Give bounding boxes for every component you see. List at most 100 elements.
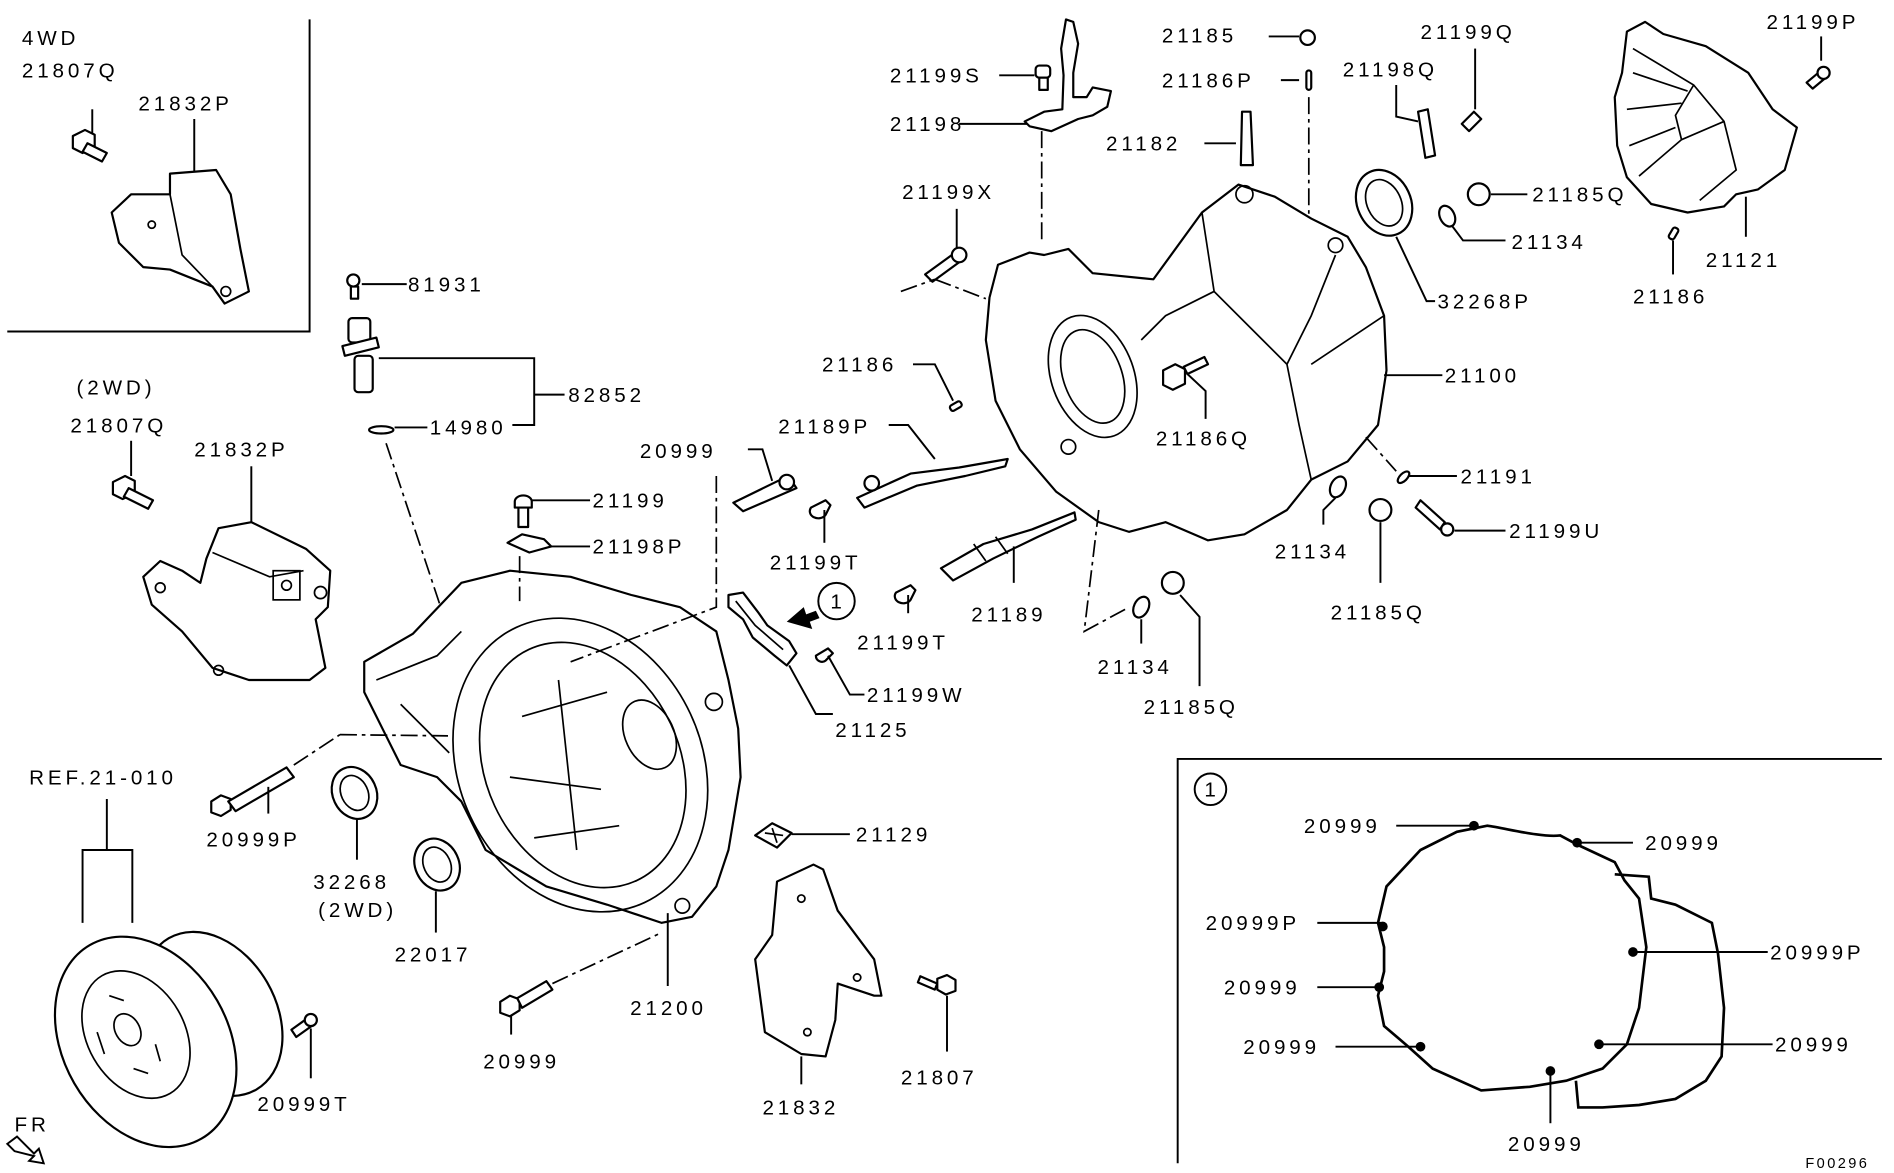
part-label-21189P[interactable]: 21189P bbox=[778, 415, 871, 438]
two-wd-label: (2WD) bbox=[76, 377, 155, 400]
part-label-21198Q[interactable]: 21198Q bbox=[1343, 58, 1438, 81]
inset-callout-number: 1 bbox=[1204, 779, 1219, 802]
gasket-21125-group: 21125 bbox=[727, 591, 910, 742]
part-label-21807[interactable]: 21807 bbox=[901, 1066, 978, 1089]
part-label-21186-center[interactable]: 21186 bbox=[822, 354, 897, 377]
bolt-20999-lower-group: 20999 bbox=[483, 931, 663, 1074]
engine-mount-bracket-icon bbox=[142, 521, 332, 682]
part-label-21199X[interactable]: 21199X bbox=[902, 181, 995, 204]
part-label-21198[interactable]: 21198 bbox=[890, 113, 965, 136]
part-label-21199T-upper[interactable]: 21199T bbox=[770, 551, 862, 574]
part-label-82852[interactable]: 82852 bbox=[568, 384, 645, 407]
pad-21129-group: 21129 bbox=[754, 822, 931, 849]
part-label-21200[interactable]: 21200 bbox=[630, 997, 707, 1020]
part-label-20999T[interactable]: 20999T bbox=[257, 1093, 350, 1116]
seal-32268-group: 32268 (2WD) bbox=[313, 765, 397, 922]
part-label-14980[interactable]: 14980 bbox=[430, 417, 507, 440]
seal-22017-group: 22017 bbox=[395, 837, 472, 967]
inset-bolt-label-right-upper[interactable]: 20999P bbox=[1770, 941, 1864, 964]
part-label-32268P[interactable]: 32268P bbox=[1437, 290, 1531, 313]
bolt-20999T-group: 20999T bbox=[257, 1012, 350, 1116]
shift-linkage-group: 21199S 21198 bbox=[890, 18, 1112, 243]
bolt-icon bbox=[111, 474, 155, 510]
part-label-21199U[interactable]: 21199U bbox=[1509, 520, 1603, 543]
inset-border bbox=[1176, 757, 1882, 1164]
part-label-21186-right[interactable]: 21186 bbox=[1633, 286, 1708, 309]
fork-rail-21189P-group: 21189P bbox=[778, 415, 1009, 509]
part-label-21185Q-upper[interactable]: 21185Q bbox=[1532, 184, 1627, 207]
part-label-21807Q-2wd[interactable]: 21807Q bbox=[70, 414, 167, 437]
inset-bolt-label-top-right[interactable]: 20999 bbox=[1645, 832, 1722, 855]
sensor-icon bbox=[341, 317, 380, 394]
plate-icon bbox=[506, 533, 553, 554]
four-wd-label: 4WD bbox=[22, 27, 79, 50]
part-label-22017[interactable]: 22017 bbox=[395, 944, 472, 967]
part-label-21807Q-4wd[interactable]: 21807Q bbox=[22, 60, 119, 83]
bracket-21832-group: 21832 bbox=[754, 863, 883, 1120]
plate-bolt-q-group: 21198Q 21199Q bbox=[1343, 21, 1516, 159]
part-label-21199Q[interactable]: 21199Q bbox=[1421, 21, 1516, 44]
inset-bolt-label-bottom[interactable]: 20999 bbox=[1508, 1133, 1585, 1156]
part-label-21134-mid[interactable]: 21134 bbox=[1275, 541, 1350, 564]
bolt-position-inset: 1 20999 20999 20999P 20999 20999 20999P … bbox=[1176, 757, 1882, 1164]
inset-bolt-label-left-middle[interactable]: 20999 bbox=[1224, 976, 1301, 999]
part-label-21186P[interactable]: 21186P bbox=[1162, 69, 1255, 92]
part-label-21121[interactable]: 21121 bbox=[1706, 249, 1781, 272]
part-label-21185Q-mid[interactable]: 21185Q bbox=[1331, 601, 1426, 624]
part-label-21134-lower[interactable]: 21134 bbox=[1098, 656, 1173, 679]
part-label-21185Q-lower[interactable]: 21185Q bbox=[1144, 696, 1239, 719]
part-label-21185[interactable]: 21185 bbox=[1162, 24, 1237, 47]
part-label-21199T-lower[interactable]: 21199T bbox=[857, 632, 949, 655]
inset-bolt-label-top-left[interactable]: 20999 bbox=[1304, 815, 1381, 838]
part-label-21832[interactable]: 21832 bbox=[762, 1097, 839, 1120]
part-label-21198P[interactable]: 21198P bbox=[592, 536, 685, 559]
screw-icon bbox=[346, 273, 361, 300]
part-label-21134-upper[interactable]: 21134 bbox=[1512, 231, 1587, 254]
four-wd-inset: 4WD 21807Q 21832P bbox=[7, 19, 311, 333]
direction-arrow-icon bbox=[5, 1135, 46, 1165]
mount-bracket-icon bbox=[110, 168, 250, 305]
bolt-21199T-a-group: 21199T bbox=[770, 499, 862, 575]
part-label-21199[interactable]: 21199 bbox=[592, 490, 667, 513]
part-label-21199P[interactable]: 21199P bbox=[1767, 11, 1860, 34]
two-wd-bracket-group: (2WD) 21807Q 21832P bbox=[70, 377, 332, 682]
part-label-21182[interactable]: 21182 bbox=[1106, 133, 1181, 156]
part-label-21100[interactable]: 21100 bbox=[1445, 364, 1520, 387]
part-label-21189[interactable]: 21189 bbox=[971, 604, 1046, 627]
bolt-21807-group: 21807 bbox=[901, 973, 978, 1089]
two-wd-note: (2WD) bbox=[318, 899, 397, 922]
part-label-20999-lower[interactable]: 20999 bbox=[483, 1051, 560, 1074]
front-direction-indicator: FR bbox=[5, 1114, 50, 1165]
four-wd-inset-border bbox=[7, 19, 311, 333]
speed-sensor-group: 81931 82852 14980 bbox=[341, 273, 645, 663]
mid-right-parts-group: 21191 21199U 21134 21185Q bbox=[1275, 465, 1603, 624]
bolt-20999-upper-group: 20999 bbox=[640, 440, 798, 513]
bolt-20999P-group: 20999P bbox=[206, 733, 341, 851]
part-label-21199W[interactable]: 21199W bbox=[867, 684, 966, 707]
inset-bolt-label-right-lower[interactable]: 20999 bbox=[1775, 1034, 1852, 1057]
part-label-21199S[interactable]: 21199S bbox=[890, 65, 983, 88]
bolt-21199-group: 21199 21198P bbox=[506, 490, 685, 602]
front-label: FR bbox=[15, 1114, 50, 1137]
pin-21186-group: 21186 bbox=[822, 354, 963, 412]
bolt-21199W-group: 21199W bbox=[814, 647, 966, 707]
part-label-21125[interactable]: 21125 bbox=[835, 719, 910, 742]
figure-code: F00296 bbox=[1805, 1156, 1869, 1172]
part-label-20999P[interactable]: 20999P bbox=[206, 828, 300, 851]
part-label-21129[interactable]: 21129 bbox=[856, 823, 931, 846]
part-label-32268[interactable]: 32268 bbox=[313, 871, 390, 894]
part-label-20999-upper[interactable]: 20999 bbox=[640, 440, 717, 463]
part-label-21186Q[interactable]: 21186Q bbox=[1156, 428, 1251, 451]
inset-bolt-label-left-lower[interactable]: 20999 bbox=[1243, 1036, 1320, 1059]
part-label-21832P-2wd[interactable]: 21832P bbox=[194, 439, 288, 462]
part-label-21832P-4wd[interactable]: 21832P bbox=[138, 92, 232, 115]
part-label-81931[interactable]: 81931 bbox=[408, 273, 485, 296]
o-ring-icon bbox=[367, 425, 395, 435]
callout-1-marker[interactable]: 1 bbox=[786, 581, 856, 629]
part-label-21191[interactable]: 21191 bbox=[1461, 465, 1536, 488]
clutch-housing: 21200 bbox=[339, 475, 742, 1020]
ref-note-label: REF.21-010 bbox=[29, 766, 177, 789]
inset-bolt-label-left-upper[interactable]: 20999P bbox=[1206, 912, 1300, 935]
bolt-21199T-b-group: 21199T bbox=[857, 584, 949, 655]
